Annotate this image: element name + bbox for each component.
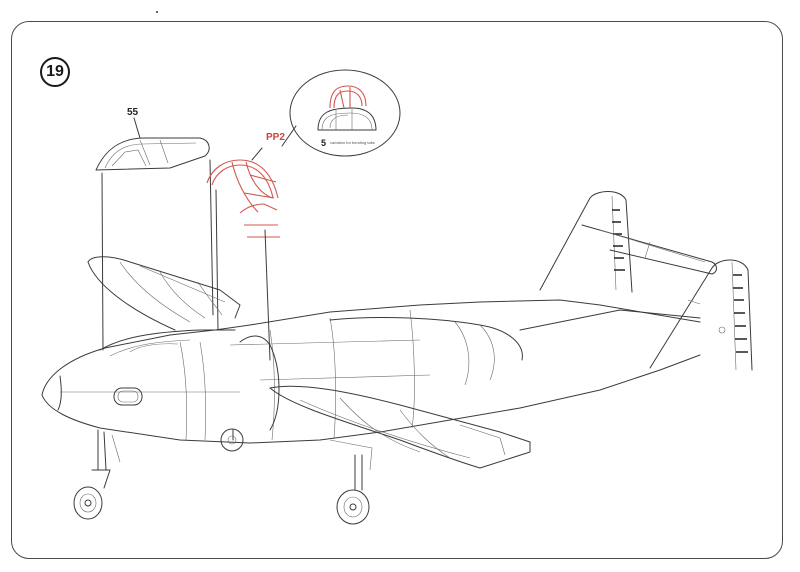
part-label-inset: 5 [321,138,327,148]
main-wheel-far [220,428,244,452]
leader-pp2 [251,147,263,161]
part-label-canopy: 55 [127,107,139,118]
frame-outer-arch [206,159,279,199]
part-label-photoetch: PP2 [266,132,285,143]
detail-inset [281,69,401,157]
inset-canopy [317,107,377,131]
engine-intake [239,335,280,431]
cockpit-sill [99,329,236,351]
canopy-part [95,117,214,351]
inset-outline [289,69,401,157]
far-fin [539,191,633,293]
far-wing [87,256,241,331]
guide-line-4 [264,229,271,361]
print-dot [156,11,158,13]
inset-frame [329,85,367,109]
tail-assembly [539,191,753,371]
page-frame [11,21,783,559]
engine-nacelle [329,317,523,361]
canopy-outline [95,137,210,171]
inset-leader [281,125,297,147]
leader-55 [133,117,141,139]
nose-seam [57,375,62,411]
inset-note: variation for bending tabs [330,140,375,145]
fuselage-bottom [41,354,701,444]
step-number-badge: 19 [40,57,70,87]
far-wing-trailing [87,261,176,331]
fuselage [41,299,701,444]
fuselage-top [41,299,601,396]
far-wing-leading [87,256,241,319]
main-wheel-near [336,489,370,525]
tail-boom-upper [519,309,701,331]
landing-gear [73,428,373,525]
near-wing-trailing [269,387,531,469]
near-wing [269,385,531,469]
fin-marking [718,326,726,334]
horizontal-stabilizer [581,224,717,275]
guide-line-3 [215,189,219,331]
guide-line-1 [101,172,104,351]
nose-wheel [73,486,103,520]
nose-panel [113,387,143,406]
guide-line-2 [209,159,214,316]
near-fin [649,259,753,371]
near-wing-leading [269,385,531,443]
photoetch-frame [206,147,280,361]
